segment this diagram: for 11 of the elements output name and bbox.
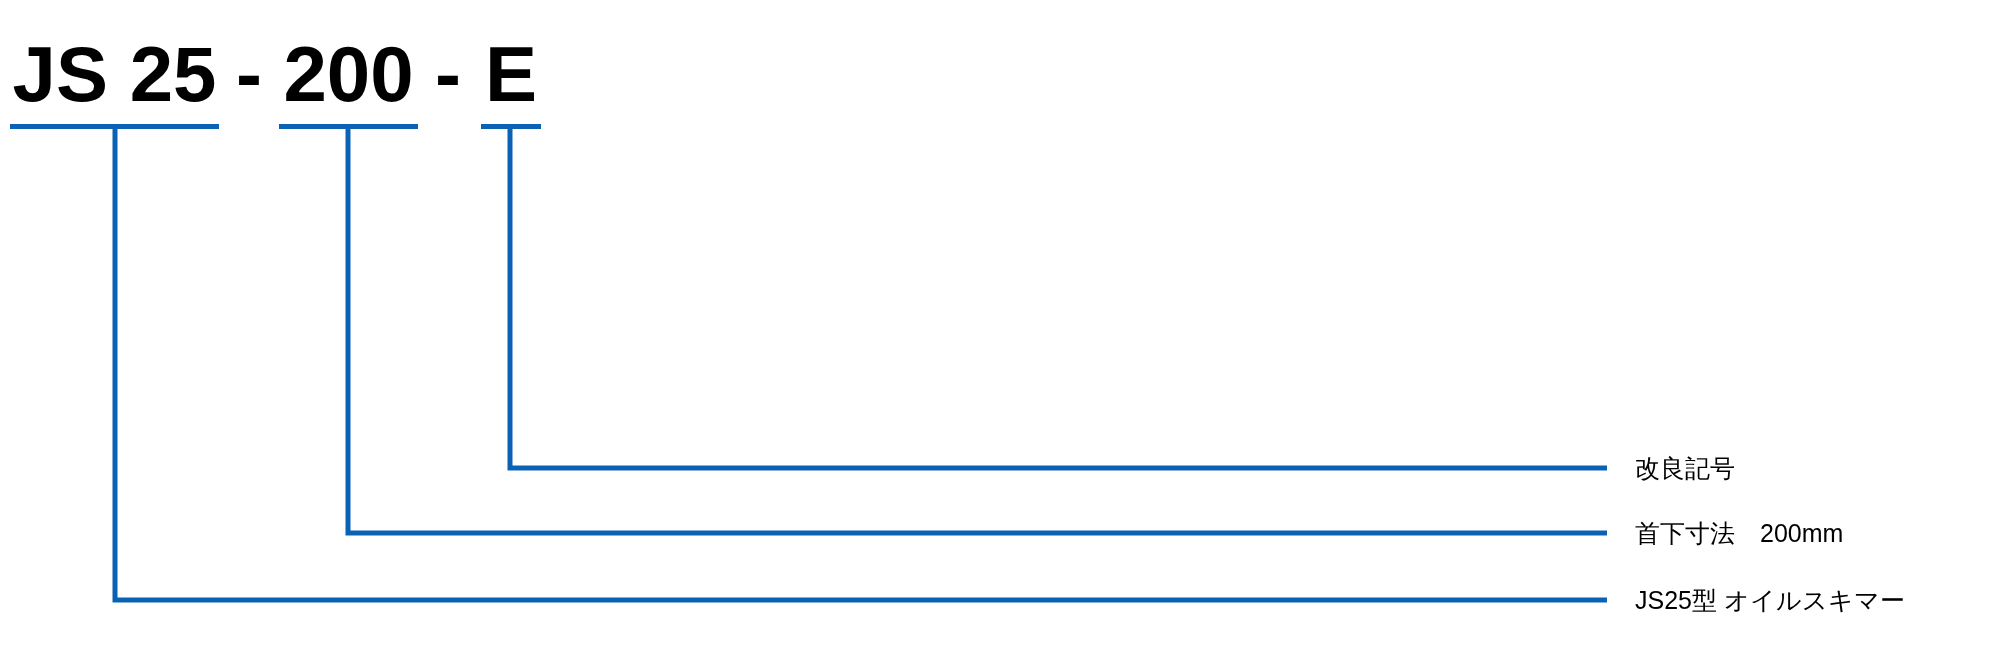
underlined-code-segment: 200 — [279, 24, 418, 129]
description-label: 改良記号 — [1607, 451, 1947, 485]
separator-dash: - — [435, 29, 461, 120]
leader-line — [507, 129, 1607, 471]
underlined-code-segment: JS 25 — [10, 24, 219, 129]
description-label: JS25型 オイルスキマー — [1607, 583, 1987, 617]
separator-dash: - — [236, 29, 262, 120]
leader-line — [112, 129, 1607, 603]
leader-line — [345, 129, 1607, 536]
underlined-code-segment: E — [481, 24, 541, 129]
description-label: 首下寸法 200mm — [1607, 516, 1947, 550]
